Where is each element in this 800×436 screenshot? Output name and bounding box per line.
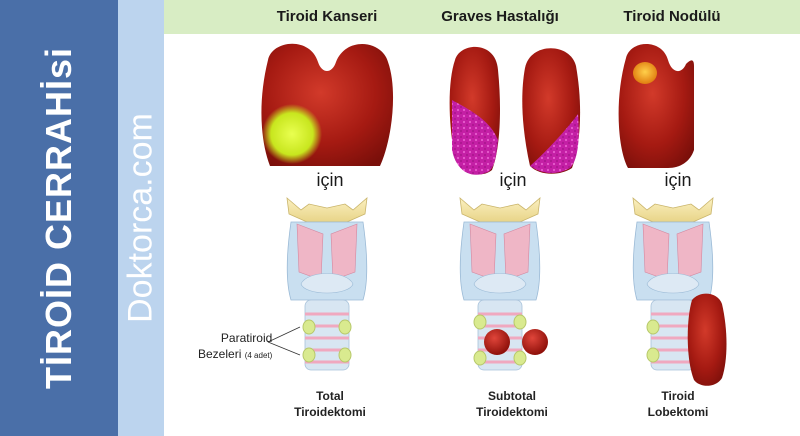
nodule-mass bbox=[633, 62, 657, 84]
caption-2-line2: Tiroidektomi bbox=[476, 405, 548, 419]
neck-anatomy-3 bbox=[632, 197, 714, 371]
annotation-note: (4 adet) bbox=[244, 351, 273, 360]
sidebar-dark-band bbox=[0, 0, 118, 436]
neck-anatomy-1 bbox=[286, 197, 368, 371]
parathyroid-annotation: Paratiroid Bezeleri (4 adet) bbox=[198, 330, 272, 364]
caption-1-line2: Tiroidektomi bbox=[294, 405, 366, 419]
graves-thyroid-gland bbox=[449, 46, 581, 175]
connector-word-1: için bbox=[316, 170, 344, 190]
header-tiroid-nodulu: Tiroid Nodülü bbox=[623, 8, 721, 25]
caption-tiroid-lobektomi: Tiroid Lobektomi bbox=[648, 388, 709, 420]
header-band bbox=[164, 0, 800, 34]
neck-anatomy-2 bbox=[459, 197, 541, 371]
annotation-line2: Bezeleri bbox=[198, 347, 242, 361]
lobectomy-remaining-lobe bbox=[646, 293, 727, 386]
annotation-pointer-lines bbox=[267, 326, 301, 356]
caption-total-tiroidektomi: Total Tiroidektomi bbox=[294, 388, 366, 420]
thyroid-cancer-gland bbox=[261, 43, 394, 166]
tumor-mass bbox=[262, 104, 322, 164]
header-tiroid-kanseri: Tiroid Kanseri bbox=[276, 8, 378, 25]
connector-word-3: için bbox=[664, 170, 692, 190]
connector-word-2: için bbox=[499, 170, 527, 190]
parathyroid-glands-1 bbox=[302, 319, 352, 363]
caption-2-line1: Subtotal bbox=[487, 389, 536, 403]
header-graves-hastaligi: Graves Hastalığı bbox=[441, 8, 559, 25]
caption-3-line1: Tiroid bbox=[661, 389, 695, 403]
sidebar-light-band bbox=[118, 0, 164, 436]
graves-remnant-glands bbox=[473, 314, 548, 366]
annotation-line1: Paratiroid bbox=[220, 331, 273, 345]
caption-1-line1: Total bbox=[316, 389, 344, 403]
caption-subtotal-tiroidektomi: Subtotal Tiroidektomi bbox=[476, 388, 548, 420]
nodule-thyroid-gland bbox=[618, 44, 694, 168]
caption-3-line2: Lobektomi bbox=[647, 405, 709, 419]
